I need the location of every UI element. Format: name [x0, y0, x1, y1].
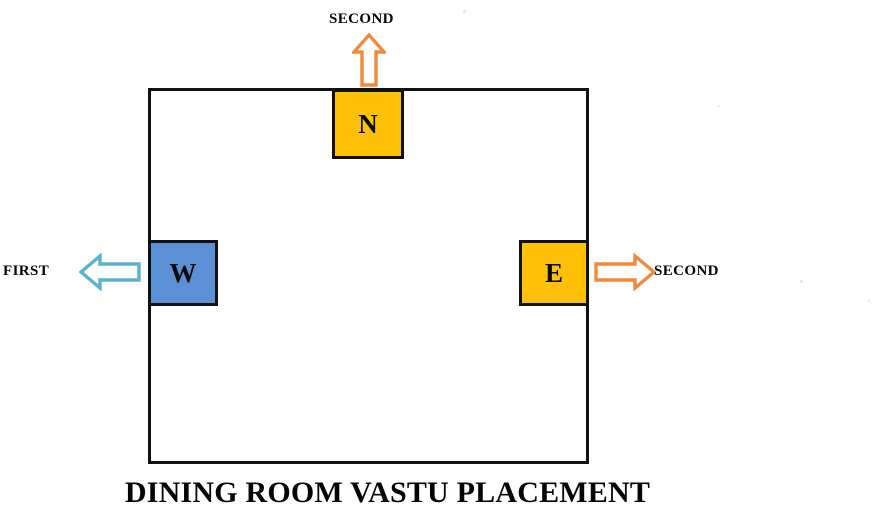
scan-speckle: [868, 300, 870, 302]
placement-label-east: E: [544, 257, 563, 288]
placement-label-west: W: [169, 257, 197, 288]
placement-label-north: N: [358, 108, 378, 139]
placement-box-north[interactable]: N: [332, 89, 404, 159]
arrow-left-icon: [78, 252, 141, 292]
label-north-preference: SECOND: [329, 11, 394, 27]
arrow-right-icon: [594, 252, 657, 292]
placement-box-east[interactable]: E: [519, 240, 589, 306]
scan-speckle: [718, 105, 720, 107]
diagram-title: DINING ROOM VASTU PLACEMENT: [124, 476, 651, 509]
scan-speckle: [463, 10, 466, 13]
placement-box-west[interactable]: W: [148, 240, 218, 306]
scan-speckle: [800, 280, 803, 283]
label-east-preference: SECOND: [654, 263, 719, 279]
arrow-up-icon: [350, 32, 388, 87]
label-west-preference: FIRST: [3, 263, 50, 279]
